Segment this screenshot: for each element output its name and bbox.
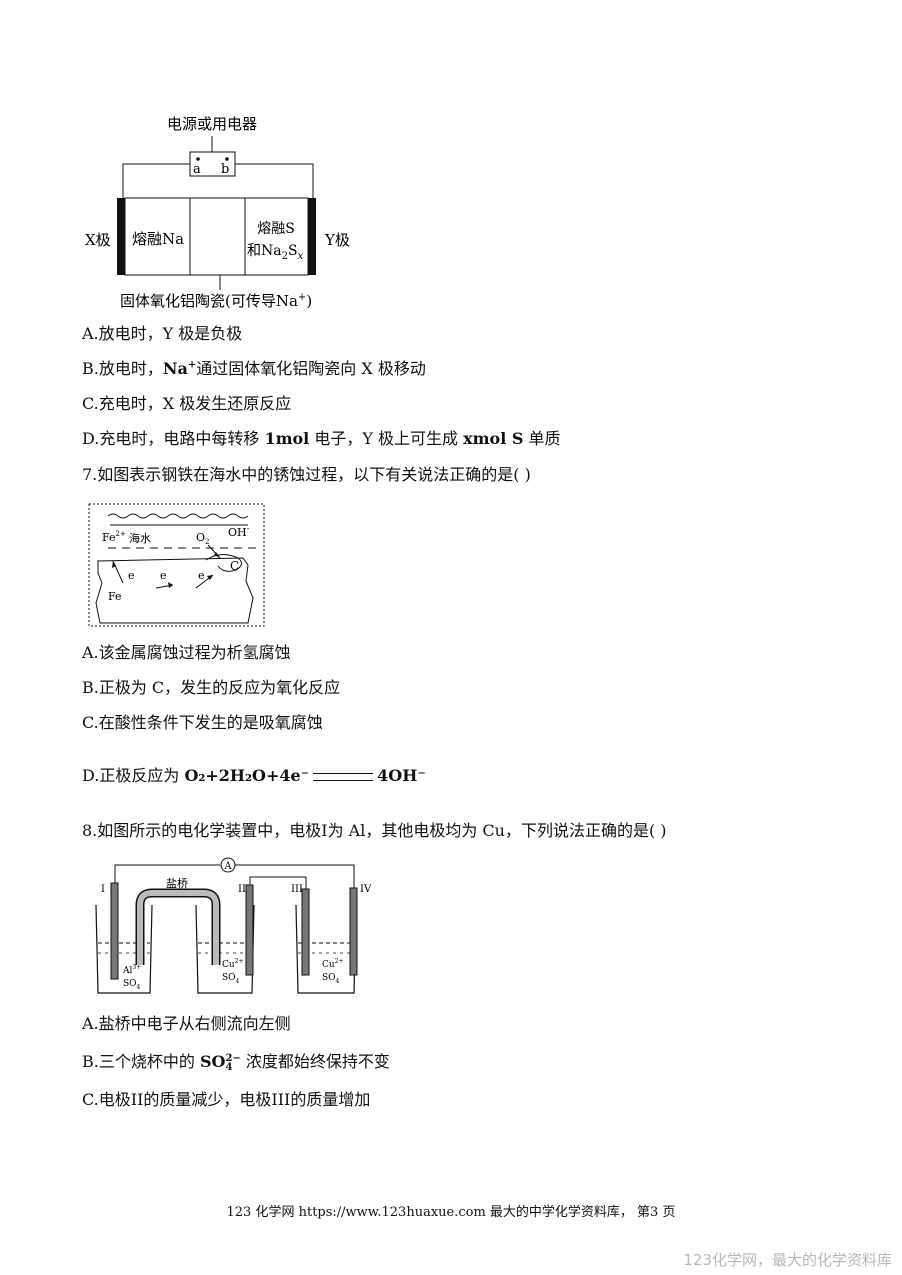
fe-metal-label: Fe bbox=[108, 590, 122, 603]
na-s-battery-diagram: 电源或用电器 a b X极 Y极 熔融Na 熔融S 和Na2Sx 固体氧化铝陶瓷… bbox=[85, 115, 350, 310]
q8-option-c: C.电极II的质量减少，电极III的质量增加 bbox=[82, 1090, 371, 1109]
so4-ion-label-3: SO4 bbox=[322, 973, 340, 985]
electrode-4-label: IV bbox=[360, 884, 372, 895]
q6-option-a: A.放电时，Y 极是负极 bbox=[82, 324, 243, 343]
salt-bridge-label: 盐桥 bbox=[166, 877, 188, 890]
o2-label: O2 bbox=[196, 531, 210, 546]
q7-option-d: D.正极反应为 O₂+2H₂O+4e⁻4OH⁻ bbox=[82, 766, 426, 785]
page-footer: 123 化学网 https://www.123huaxue.com 最大的中学化… bbox=[226, 1205, 676, 1220]
so4-ion-label-1: SO4 bbox=[123, 979, 141, 991]
q7-option-c: C.在酸性条件下发生的是吸氧腐蚀 bbox=[82, 713, 323, 732]
so4-ion-label-2: SO4 bbox=[222, 973, 240, 985]
x-electrode-label: X极 bbox=[85, 231, 111, 249]
oh-label: OH- bbox=[228, 524, 250, 539]
seawater-label: 海水 bbox=[129, 531, 151, 545]
molten-na-label: 熔融Na bbox=[132, 230, 184, 248]
electrochemical-cells-diagram: A I 盐桥 II III IV Al3+ SO4 Cu2+ SO4 Cu2+ … bbox=[95, 857, 372, 994]
q6-option-b: B.放电时，Na+通过固体氧化铝陶瓷向 X 极移动 bbox=[82, 359, 426, 378]
q6-option-d: D.充电时，电路中每转移 1mol 电子，Y 极上可生成 xmol S 单质 bbox=[82, 429, 561, 448]
fe2-ion-label: Fe2+ bbox=[102, 530, 126, 544]
electrode-3-label: III bbox=[291, 884, 303, 895]
electrode-2-label: II bbox=[238, 884, 246, 895]
q7-option-b: B.正极为 C，发生的反应为氧化反应 bbox=[82, 678, 341, 697]
equals-sign bbox=[313, 772, 374, 781]
na2sx-label: 和Na2Sx bbox=[247, 243, 304, 262]
electrode-1-label: I bbox=[101, 884, 105, 895]
electron-label-2: e bbox=[160, 569, 167, 582]
q8-stem: 8.如图所示的电化学装置中，电极I为 Al，其他电极均为 Cu，下列说法正确的是… bbox=[82, 821, 667, 840]
watermark: 123化学网，最大的化学资料库 bbox=[683, 1251, 892, 1269]
molten-s-label: 熔融S bbox=[257, 221, 295, 237]
electron-label-3: e bbox=[198, 569, 205, 582]
rust-corrosion-diagram: Fe2+ 海水 O2 OH- C e e e Fe bbox=[88, 503, 265, 627]
q6-option-c: C.充电时，X 极发生还原反应 bbox=[82, 394, 292, 413]
q8-option-a: A.盐桥中电子从右侧流向左侧 bbox=[82, 1014, 291, 1033]
terminal-b: b bbox=[221, 162, 229, 177]
y-electrode-label: Y极 bbox=[324, 231, 350, 249]
carbon-label: C bbox=[230, 559, 239, 573]
alumina-ceramic-label: 固体氧化铝陶瓷(可传导Na+) bbox=[120, 292, 312, 310]
q7-stem: 7.如图表示钢铁在海水中的锈蚀过程，以下有关说法正确的是( ) bbox=[82, 465, 531, 484]
cu-ion-label-1: Cu2+ bbox=[222, 958, 244, 970]
terminal-a: a bbox=[193, 162, 201, 177]
electron-label-1: e bbox=[128, 569, 135, 582]
ammeter-label: A bbox=[223, 861, 232, 872]
power-source-label: 电源或用电器 bbox=[167, 115, 257, 133]
al-ion-label: Al3+ bbox=[122, 964, 141, 976]
cu-ion-label-2: Cu2+ bbox=[322, 958, 344, 970]
q7-option-a: A.该金属腐蚀过程为析氢腐蚀 bbox=[82, 643, 291, 662]
